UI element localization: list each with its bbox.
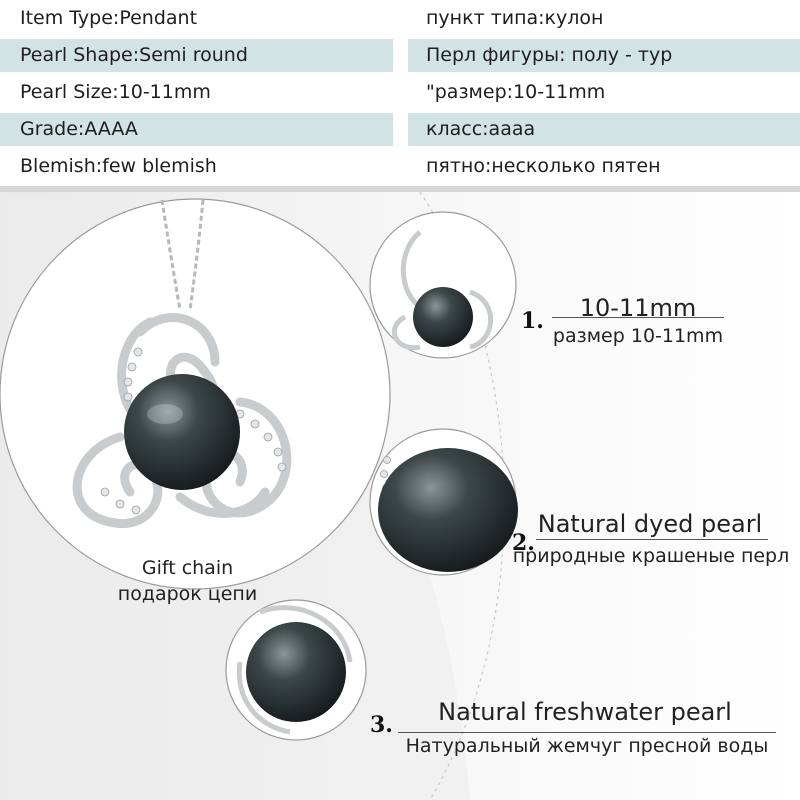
rule-1 <box>552 317 724 318</box>
detail-title-1: 10-11mm <box>579 294 697 322</box>
detail-number-2: 2. <box>512 530 535 556</box>
spec-item-type-en: Item Type:Pendant <box>20 7 198 29</box>
spec-blemish-ru: пятно:несколько пятен <box>426 155 661 177</box>
spec-pearl-size-ru: "размер:10-11mm <box>426 81 606 103</box>
spec-pearl-shape-ru: Перл фигуры: полу - тур <box>408 39 800 72</box>
main-caption-en: Gift chain <box>141 557 234 579</box>
spec-row-pearl-shape: Pearl Shape:Semi round Перл фигуры: полу… <box>0 37 800 74</box>
spec-row-pearl-size: Pearl Size:10-11mm "размер:10-11mm <box>0 74 800 111</box>
product-photo <box>0 192 800 800</box>
spec-pearl-shape-en: Pearl Shape:Semi round <box>0 39 393 72</box>
spec-item-type-ru: пункт типа:кулон <box>426 7 604 29</box>
spec-grade-ru: класс:аааа <box>408 113 800 146</box>
spec-row-blemish: Blemish:few blemish пятно:несколько пяте… <box>0 148 800 185</box>
table-divider <box>0 186 800 192</box>
spec-row-grade: Grade:AAAA класс:аааа <box>0 111 800 148</box>
rule-3 <box>398 732 776 733</box>
rule-2 <box>536 539 768 540</box>
chain-icon <box>160 199 205 311</box>
detail-title-2: Natural dyed pearl <box>537 510 763 538</box>
main-caption-ru: подарок цепи <box>117 583 258 605</box>
detail-number-1: 1. <box>521 308 544 334</box>
detail-number-3: 3. <box>370 712 393 738</box>
detail-subtitle-1: размер 10-11mm <box>552 325 724 347</box>
detail-subtitle-2: природные крашеные перл <box>512 545 790 567</box>
spec-table: Item Type:Pendant пункт типа:кулон Pearl… <box>0 0 800 186</box>
spec-pearl-size-en: Pearl Size:10-11mm <box>20 81 211 103</box>
flower-pendant-icon <box>72 313 292 529</box>
detail-pearl-2 <box>378 448 518 572</box>
main-caption: Gift chain подарок цепи <box>100 555 275 607</box>
spec-grade-en: Grade:AAAA <box>0 113 393 146</box>
detail-subtitle-3: Натуральный жемчуг пресной воды <box>405 735 769 757</box>
spec-blemish-en: Blemish:few blemish <box>20 155 217 177</box>
main-pearl <box>124 374 240 490</box>
detail-pearl-1 <box>413 287 473 347</box>
detail-pearl-3 <box>246 622 346 722</box>
zircon-stones <box>100 347 287 515</box>
spec-row-item-type: Item Type:Pendant пункт типа:кулон <box>0 0 800 37</box>
detail-title-3: Natural freshwater pearl <box>438 698 732 726</box>
